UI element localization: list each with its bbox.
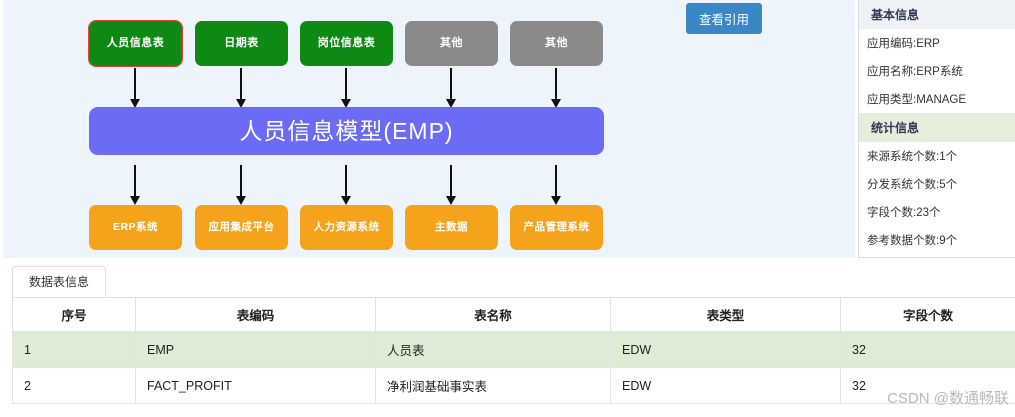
node-label: 人员信息表 [106, 37, 165, 50]
table-header-index: 序号 [12, 297, 136, 332]
table-header-table-type: 表类型 [610, 297, 841, 332]
diagram-source-node-0[interactable]: 人员信息表 [88, 20, 183, 67]
arrow-source-1-to-model [236, 68, 246, 108]
sidebar-section-stats-title: 统计信息 [859, 113, 1015, 142]
view-reference-button[interactable]: 查看引用 [686, 3, 763, 34]
table-row[interactable]: 1 EMP 人员表 EDW 32 [12, 331, 1015, 368]
cell-table-type: EDW [610, 367, 841, 404]
sidebar-stats-row-0: 来源系统个数:1个 [867, 151, 958, 163]
cell-index: 1 [12, 331, 136, 368]
diagram-source-node-3[interactable]: 其他 [405, 21, 498, 66]
node-label: 岗位信息表 [317, 37, 376, 50]
node-label: 日期表 [224, 37, 259, 50]
table-header-field-count: 字段个数 [840, 297, 1015, 332]
diagram-target-node-0[interactable]: ERP系统 [89, 205, 182, 250]
sidebar-stats-row-2: 字段个数:23个 [867, 207, 941, 219]
node-label: ERP系统 [112, 221, 159, 234]
arrow-source-2-to-model [341, 68, 351, 108]
node-label: 人力资源系统 [313, 221, 380, 234]
node-label: 应用集成平台 [208, 221, 275, 234]
diagram-source-node-1[interactable]: 日期表 [195, 21, 288, 66]
arrow-source-3-to-model [446, 68, 456, 108]
sidebar-basic-row-1: 应用名称:ERP系统 [867, 66, 963, 78]
arrow-source-0-to-model [130, 68, 140, 108]
arrow-model-to-target-3 [446, 165, 456, 205]
cell-table-code: FACT_PROFIT [135, 367, 376, 404]
diagram-target-node-3[interactable]: 主数据 [405, 205, 498, 250]
arrow-model-to-target-1 [236, 165, 246, 205]
table-body: 1 EMP 人员表 EDW 32 2 FACT_PROFIT 净利润基础事实表 … [12, 331, 1015, 404]
diagram-target-node-4[interactable]: 产品管理系统 [510, 205, 603, 250]
diagram-target-node-1[interactable]: 应用集成平台 [195, 205, 288, 250]
cell-field-count: 32 [840, 367, 1015, 404]
diagram-source-node-4[interactable]: 其他 [510, 21, 603, 66]
diagram-source-node-2[interactable]: 岗位信息表 [300, 21, 393, 66]
arrow-model-to-target-0 [130, 165, 140, 205]
cell-table-code: EMP [135, 331, 376, 368]
arrow-model-to-target-4 [551, 165, 561, 205]
sidebar-stats-row-3: 参考数据个数:9个 [867, 235, 958, 247]
node-label: 其他 [545, 37, 568, 50]
table-header-table-code: 表编码 [135, 297, 376, 332]
node-label: 产品管理系统 [523, 221, 590, 234]
node-label: 人员信息模型(EMP) [239, 117, 454, 144]
arrow-model-to-target-2 [341, 165, 351, 205]
diagram-target-node-2[interactable]: 人力资源系统 [300, 205, 393, 250]
node-label: 其他 [440, 37, 463, 50]
lineage-diagram-panel: 人员信息表 日期表 岗位信息表 其他 其他 人员信息模型(EMP) [3, 0, 855, 258]
cell-field-count: 32 [840, 331, 1015, 368]
table-header-row: 序号 表编码 表名称 表类型 字段个数 [12, 297, 1015, 332]
arrow-source-4-to-model [551, 68, 561, 108]
sidebar-section-basic-title: 基本信息 [859, 0, 1015, 29]
data-table-wrapper: 序号 表编码 表名称 表类型 字段个数 1 EMP 人员表 EDW 32 2 F [12, 297, 1015, 404]
sidebar-basic-row-2: 应用类型:MANAGE [867, 94, 967, 106]
table-head: 序号 表编码 表名称 表类型 字段个数 [12, 297, 1015, 332]
cell-table-name: 人员表 [375, 331, 611, 368]
cell-table-type: EDW [610, 331, 841, 368]
table-header-table-name: 表名称 [375, 297, 611, 332]
sidebar-basic-row-0: 应用编码:ERP [867, 38, 940, 50]
table-row[interactable]: 2 FACT_PROFIT 净利润基础事实表 EDW 32 [12, 367, 1015, 404]
diagram-model-node[interactable]: 人员信息模型(EMP) [89, 107, 604, 155]
sidebar-stats-row-1: 分发系统个数:5个 [867, 179, 958, 191]
data-table: 序号 表编码 表名称 表类型 字段个数 1 EMP 人员表 EDW 32 2 F [12, 297, 1015, 404]
node-label: 主数据 [435, 221, 468, 234]
tab-data-table-info[interactable]: 数据表信息 [12, 266, 107, 297]
tabstrip: 数据表信息 [12, 266, 1015, 298]
cell-index: 2 [12, 367, 136, 404]
cell-table-name: 净利润基础事实表 [375, 367, 611, 404]
info-sidebar: 基本信息 应用编码:ERP 应用名称:ERP系统 应用类型:MANAGE 统计信… [858, 0, 1015, 258]
